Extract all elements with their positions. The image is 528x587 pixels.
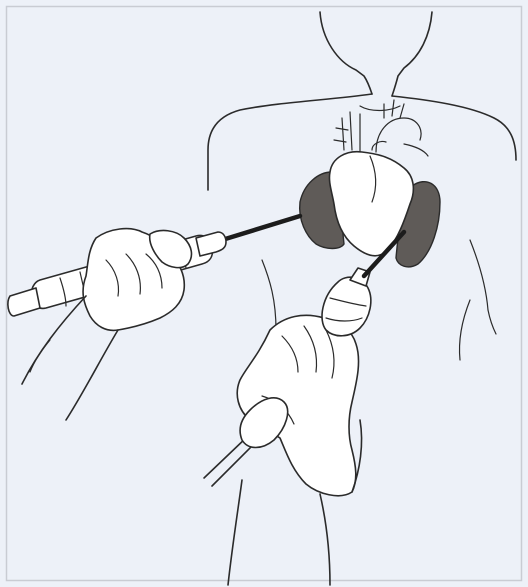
illustration-canvas: [0, 0, 528, 587]
figure-illustration: [0, 0, 528, 587]
